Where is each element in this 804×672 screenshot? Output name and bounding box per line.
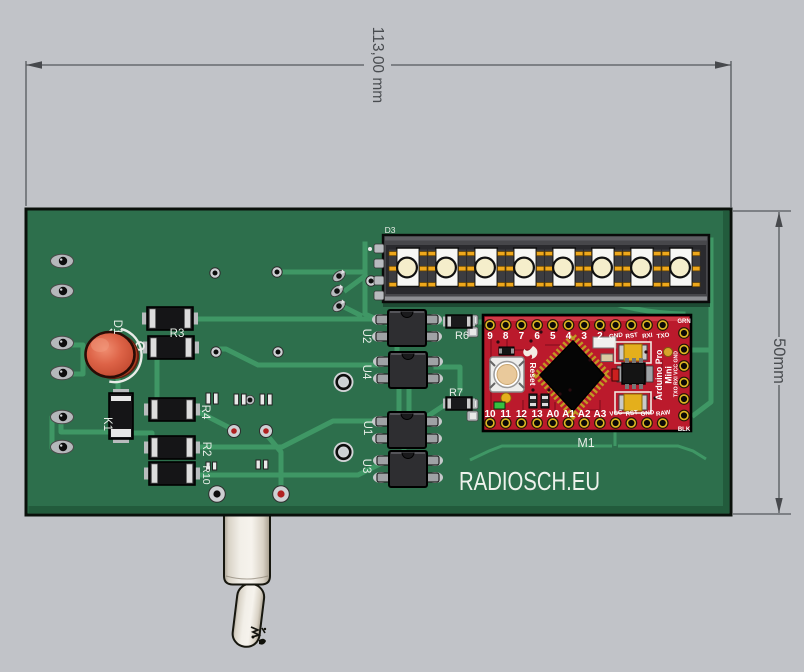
svg-text:7: 7 [519, 331, 525, 342]
svg-text:R6: R6 [455, 330, 469, 342]
svg-text:R7: R7 [449, 387, 463, 399]
svg-text:RAW: RAW [656, 409, 671, 418]
svg-text:RXI: RXI [642, 332, 653, 340]
svg-text:BLK: BLK [678, 427, 691, 433]
svg-text:3: 3 [581, 331, 587, 342]
svg-text:Arduino Pro: Arduino Pro [654, 349, 664, 400]
svg-text:D1: D1 [111, 320, 123, 335]
svg-text:K1: K1 [101, 417, 113, 431]
svg-text:A2: A2 [578, 409, 591, 420]
svg-text:VCC: VCC [609, 409, 623, 418]
svg-text:6: 6 [534, 331, 540, 342]
svg-text:R4: R4 [199, 405, 211, 420]
svg-text:8: 8 [503, 331, 509, 342]
svg-text:GND: GND [609, 332, 624, 341]
svg-text:TXO RXI VCC GND: TXO RXI VCC GND [674, 351, 680, 397]
svg-text:U2: U2 [360, 329, 372, 344]
svg-text:4: 4 [566, 331, 572, 342]
svg-text:50mm: 50mm [770, 338, 788, 384]
svg-text:RADIOSCH.EU: RADIOSCH.EU [459, 468, 600, 496]
svg-text:R10: R10 [200, 465, 212, 484]
svg-text:9: 9 [487, 331, 493, 342]
svg-text:M1: M1 [577, 436, 594, 450]
svg-text:12: 12 [516, 409, 528, 420]
svg-text:RST: RST [625, 409, 638, 418]
svg-text:A0: A0 [546, 409, 559, 420]
svg-text:GND: GND [640, 409, 655, 418]
svg-text:RST: RST [625, 332, 638, 341]
svg-text:R2: R2 [200, 442, 212, 457]
svg-text:10: 10 [484, 409, 496, 420]
svg-text:R3: R3 [170, 328, 185, 340]
svg-text:D3: D3 [385, 225, 396, 235]
svg-text:13: 13 [532, 409, 544, 420]
svg-text:113,00 mm: 113,00 mm [369, 27, 386, 103]
svg-text:A3: A3 [594, 409, 607, 420]
svg-text:U3: U3 [360, 459, 372, 474]
svg-text:U1: U1 [361, 421, 373, 436]
svg-text:5: 5 [550, 331, 556, 342]
svg-text:2: 2 [597, 331, 603, 342]
svg-text:Mini: Mini [664, 366, 674, 384]
svg-text:11: 11 [500, 409, 511, 420]
svg-text:GRN: GRN [677, 319, 690, 325]
svg-text:TXO: TXO [656, 332, 670, 341]
svg-text:U4: U4 [360, 365, 372, 380]
svg-text:Reset: Reset [528, 362, 538, 385]
svg-text:A1: A1 [562, 409, 575, 420]
